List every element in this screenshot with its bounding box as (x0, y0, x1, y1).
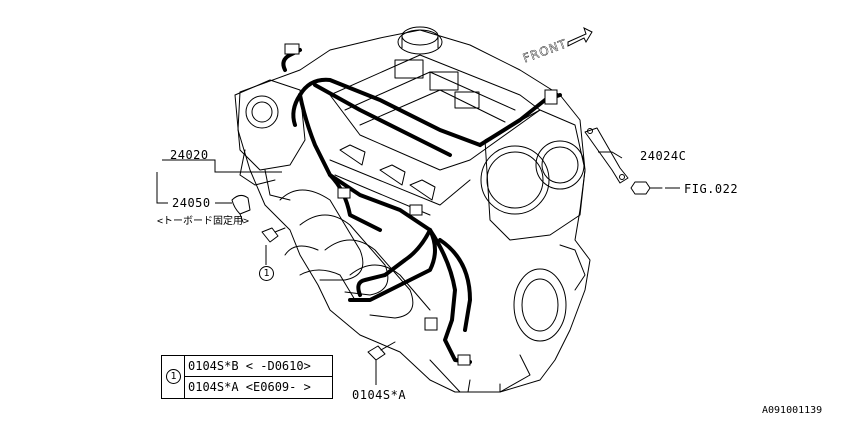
part-label-24020: 24020 (170, 148, 209, 162)
harness-connector (284, 43, 300, 55)
cam-pulley (535, 140, 585, 190)
part-label-0104sa: 0104S*A (352, 388, 407, 402)
valve-cover (329, 54, 541, 171)
oil-filler-cap (397, 29, 443, 55)
legend-row-1: 0104S*B < -D0610> (185, 356, 333, 377)
ignition-coil (429, 71, 459, 91)
leader-24020-branch (156, 172, 168, 204)
harness-connector (337, 187, 351, 199)
oil-pan (429, 354, 531, 393)
ignition-coil (454, 91, 480, 109)
harness-connector (457, 354, 471, 366)
bracket (584, 127, 629, 184)
leader-24020 (162, 159, 282, 173)
figure-reference-label: FIG.022 (684, 182, 739, 196)
crank-pulley (513, 268, 567, 342)
front-arrow (567, 27, 593, 47)
leader-24024c (598, 151, 623, 159)
legend-row-2: 0104S*A <E0609- > (188, 380, 311, 394)
timing-belt-cover (484, 109, 586, 241)
image-code: A091001139 (762, 405, 823, 416)
harness-connector (409, 204, 423, 216)
part-label-24024c: 24024C (640, 149, 687, 163)
bolt-0104sa (367, 345, 386, 361)
bolt-fig022 (630, 181, 651, 195)
harness-clip (231, 194, 251, 215)
intake-manifold (279, 189, 364, 281)
callout-number-1: 1 (259, 266, 274, 281)
harness-connector (424, 317, 438, 331)
parts-legend-table: 1 0104S*B < -D0610> 0104S*A <E0609- > (161, 355, 333, 399)
clip-usage-note: <トーボード固定用> (157, 216, 250, 227)
legend-callout-number: 1 (166, 369, 181, 384)
harness-connector (544, 89, 558, 105)
part-label-24050: 24050 (172, 196, 211, 210)
cam-pulley (480, 145, 550, 215)
bolt-callout-1 (261, 227, 279, 243)
throttle-body (234, 79, 306, 171)
ignition-coil (394, 59, 424, 79)
engine-block-outline (237, 29, 591, 393)
legend-number-cell: 1 (162, 356, 185, 398)
